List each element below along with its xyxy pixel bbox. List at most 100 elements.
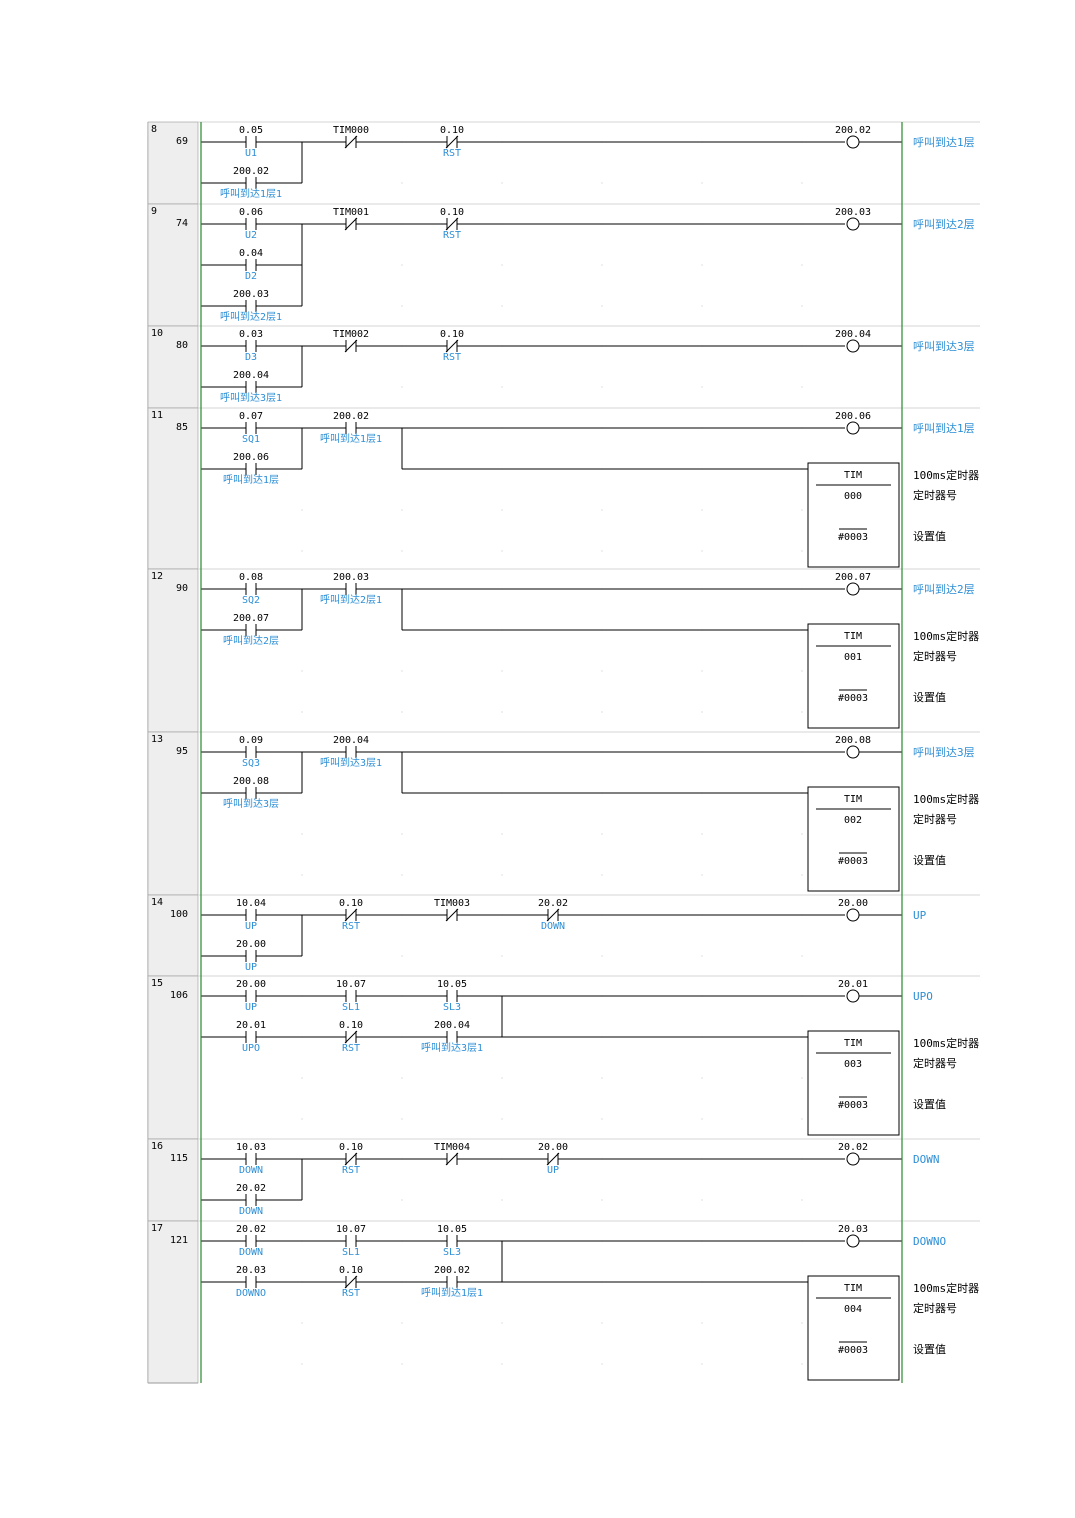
grid-dot — [501, 1322, 503, 1324]
grid-dot — [801, 550, 803, 552]
coil-comment: 呼叫到达2层 — [913, 583, 975, 596]
rung-number: 15 — [151, 978, 163, 989]
timer-number: 000 — [844, 491, 862, 502]
step-number: 115 — [170, 1153, 188, 1164]
coil-address: 200.04 — [835, 329, 871, 340]
contact-address: 0.04 — [239, 248, 263, 259]
rung-number: 16 — [151, 1141, 163, 1152]
output-coil — [846, 582, 860, 596]
grid-dot — [501, 833, 503, 835]
grid-dot — [601, 670, 603, 672]
grid-dot — [401, 1199, 403, 1201]
step-number: 100 — [170, 909, 188, 920]
contact-comment: 呼叫到达3层1 — [421, 1042, 483, 1054]
timer-setvalue: #0003 — [838, 1345, 868, 1356]
grid-dot — [801, 182, 803, 184]
contact-address: 200.03 — [333, 572, 369, 583]
contact-address: 10.04 — [236, 898, 266, 909]
step-number: 80 — [176, 340, 188, 351]
coil-address: 20.02 — [838, 1142, 868, 1153]
coil-comment: DOWNO — [913, 1235, 946, 1248]
timer-comment-setvalue: 设置值 — [913, 1098, 946, 1111]
rung-gutter — [147, 731, 199, 896]
grid-dot — [301, 711, 303, 713]
timer-comment-number: 定时器号 — [913, 488, 957, 502]
timer-label: TIM — [844, 470, 862, 481]
contact-comment: SL3 — [443, 1002, 461, 1013]
rung-number: 10 — [151, 328, 163, 339]
contact-comment: UP — [245, 962, 257, 973]
contact-address: TIM002 — [333, 329, 369, 340]
contact-address: 200.02 — [233, 166, 269, 177]
grid-dot — [501, 1118, 503, 1120]
grid-dot — [701, 386, 703, 388]
step-number: 74 — [176, 218, 188, 229]
timer-box — [807, 1030, 900, 1136]
grid-dot — [301, 509, 303, 511]
grid-dot — [701, 711, 703, 713]
contact-comment: U1 — [245, 148, 257, 159]
timer-setvalue: #0003 — [838, 532, 868, 543]
contact-address: 10.05 — [437, 1224, 467, 1235]
coil-comment: DOWN — [913, 1153, 940, 1166]
grid-dot — [701, 509, 703, 511]
grid-dot — [501, 182, 503, 184]
grid-dot — [301, 670, 303, 672]
grid-dot — [701, 550, 703, 552]
grid-dot — [301, 1363, 303, 1365]
nc-slash — [445, 908, 459, 922]
grid-dot — [801, 955, 803, 957]
output-coil — [846, 421, 860, 435]
rung-number: 12 — [151, 571, 163, 582]
rung-gutter — [147, 894, 199, 977]
coil-address: 20.03 — [838, 1224, 868, 1235]
contact-address: 200.06 — [233, 452, 269, 463]
contact-address: 0.10 — [440, 329, 464, 340]
output-coil — [846, 217, 860, 231]
timer-comment-type: 100ms定时器 — [913, 629, 979, 643]
grid-dot — [801, 386, 803, 388]
grid-dot — [801, 1322, 803, 1324]
contact-address: 200.02 — [434, 1265, 470, 1276]
contact-address: 200.07 — [233, 613, 269, 624]
contact-address: 0.10 — [339, 1142, 363, 1153]
grid-dot — [301, 550, 303, 552]
contact-address: 20.02 — [236, 1183, 266, 1194]
output-coil — [846, 908, 860, 922]
contact-address: 20.00 — [236, 939, 266, 950]
nc-slash — [344, 1030, 358, 1044]
contact-comment: DOWN — [239, 1247, 263, 1258]
timer-label: TIM — [844, 794, 862, 805]
contact-comment: 呼叫到达1层 — [223, 474, 279, 486]
timer-comment-type: 100ms定时器 — [913, 1036, 979, 1050]
timer-number: 004 — [844, 1304, 862, 1315]
grid-dot — [601, 1322, 603, 1324]
rung-number: 13 — [151, 734, 163, 745]
rung-number: 9 — [151, 206, 157, 217]
contact-comment: DOWN — [239, 1165, 263, 1176]
grid-dot — [701, 1118, 703, 1120]
grid-dot — [801, 264, 803, 266]
grid-dot — [801, 305, 803, 307]
step-number: 69 — [176, 136, 188, 147]
timer-number: 001 — [844, 652, 862, 663]
rung-gutter — [147, 407, 199, 570]
contact-address: 0.10 — [440, 125, 464, 136]
output-coil — [846, 989, 860, 1003]
nc-slash — [344, 339, 358, 353]
contact-address: 20.01 — [236, 1020, 266, 1031]
contact-comment: D2 — [245, 271, 257, 282]
contact-comment: 呼叫到达3层1 — [320, 757, 382, 769]
contact-address: TIM004 — [434, 1142, 470, 1153]
grid-dot — [501, 874, 503, 876]
timer-comment-type: 100ms定时器 — [913, 468, 979, 482]
timer-comment-number: 定时器号 — [913, 812, 957, 826]
nc-slash — [445, 1152, 459, 1166]
rung-number: 11 — [151, 410, 163, 421]
grid-dot — [601, 1363, 603, 1365]
contact-comment: 呼叫到达1层1 — [421, 1287, 483, 1299]
grid-dot — [501, 1199, 503, 1201]
contact-comment: UP — [245, 1002, 257, 1013]
grid-dot — [801, 874, 803, 876]
